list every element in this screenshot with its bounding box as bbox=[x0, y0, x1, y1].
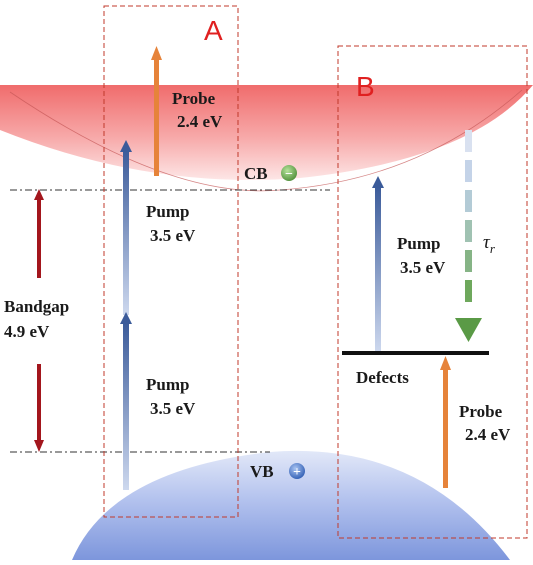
panel-a-label: A bbox=[204, 15, 223, 46]
decay-arrow-dash-3 bbox=[465, 190, 472, 212]
panel-b-label: B bbox=[356, 71, 375, 102]
decay-arrow-dash-5 bbox=[465, 250, 472, 272]
decay-arrow-dash-1 bbox=[465, 130, 472, 152]
right-pump-energy: 3.5 eV bbox=[400, 258, 446, 277]
bandgap-down-arrow-head bbox=[34, 440, 44, 452]
left-probe-energy: 2.4 eV bbox=[177, 112, 223, 131]
left-probe-arrow-shaft bbox=[154, 58, 159, 176]
conduction-band-edge bbox=[9, 89, 523, 192]
right-pump-name: Pump bbox=[397, 234, 440, 253]
panel-b-box bbox=[337, 45, 528, 539]
tau-symbol: τ bbox=[483, 232, 491, 253]
decay-arrow-dash-4 bbox=[465, 220, 472, 242]
left-pump-lower-name: Pump bbox=[146, 375, 189, 394]
valence-band bbox=[72, 450, 510, 560]
bandgap-up-arrow-head bbox=[34, 189, 44, 200]
right-probe-name: Probe bbox=[459, 402, 503, 421]
cb-label: CB bbox=[244, 164, 268, 183]
left-pump-lower-energy: 3.5 eV bbox=[150, 399, 196, 418]
right-probe-arrow-shaft bbox=[443, 368, 448, 488]
bandgap-name: Bandgap bbox=[4, 297, 69, 316]
hole-icon bbox=[289, 463, 305, 479]
left-probe-arrow-head bbox=[151, 46, 162, 60]
panel-a-box bbox=[103, 5, 239, 518]
vb-label: VB bbox=[250, 462, 274, 481]
left-pump-upper-head bbox=[120, 140, 132, 152]
left-pump-upper-name: Pump bbox=[146, 202, 189, 221]
bandgap-up-arrow-shaft bbox=[37, 198, 41, 278]
decay-arrow-dash-6 bbox=[465, 280, 472, 302]
defects-label: Defects bbox=[356, 368, 409, 387]
left-probe-name: Probe bbox=[172, 89, 216, 108]
decay-arrow-dash-2 bbox=[465, 160, 472, 182]
bandgap-energy: 4.9 eV bbox=[4, 322, 50, 341]
left-pump-upper-shaft bbox=[123, 150, 129, 315]
bandgap-down-arrow-shaft bbox=[37, 364, 41, 442]
tau-subscript: r bbox=[490, 241, 496, 256]
conduction-band bbox=[0, 85, 533, 180]
left-pump-lower-shaft bbox=[123, 322, 129, 490]
right-pump-arrow-shaft bbox=[375, 186, 381, 352]
decay-arrow-head bbox=[455, 318, 482, 342]
electron-icon bbox=[281, 165, 297, 181]
electron-sign: − bbox=[285, 167, 293, 182]
left-pump-lower-head bbox=[120, 312, 132, 324]
right-probe-energy: 2.4 eV bbox=[465, 425, 511, 444]
right-pump-arrow-head bbox=[372, 176, 384, 188]
right-probe-arrow-head bbox=[440, 356, 451, 370]
tau-r-label: τr bbox=[483, 232, 496, 256]
hole-sign: + bbox=[293, 465, 301, 480]
left-pump-upper-energy: 3.5 eV bbox=[150, 226, 196, 245]
